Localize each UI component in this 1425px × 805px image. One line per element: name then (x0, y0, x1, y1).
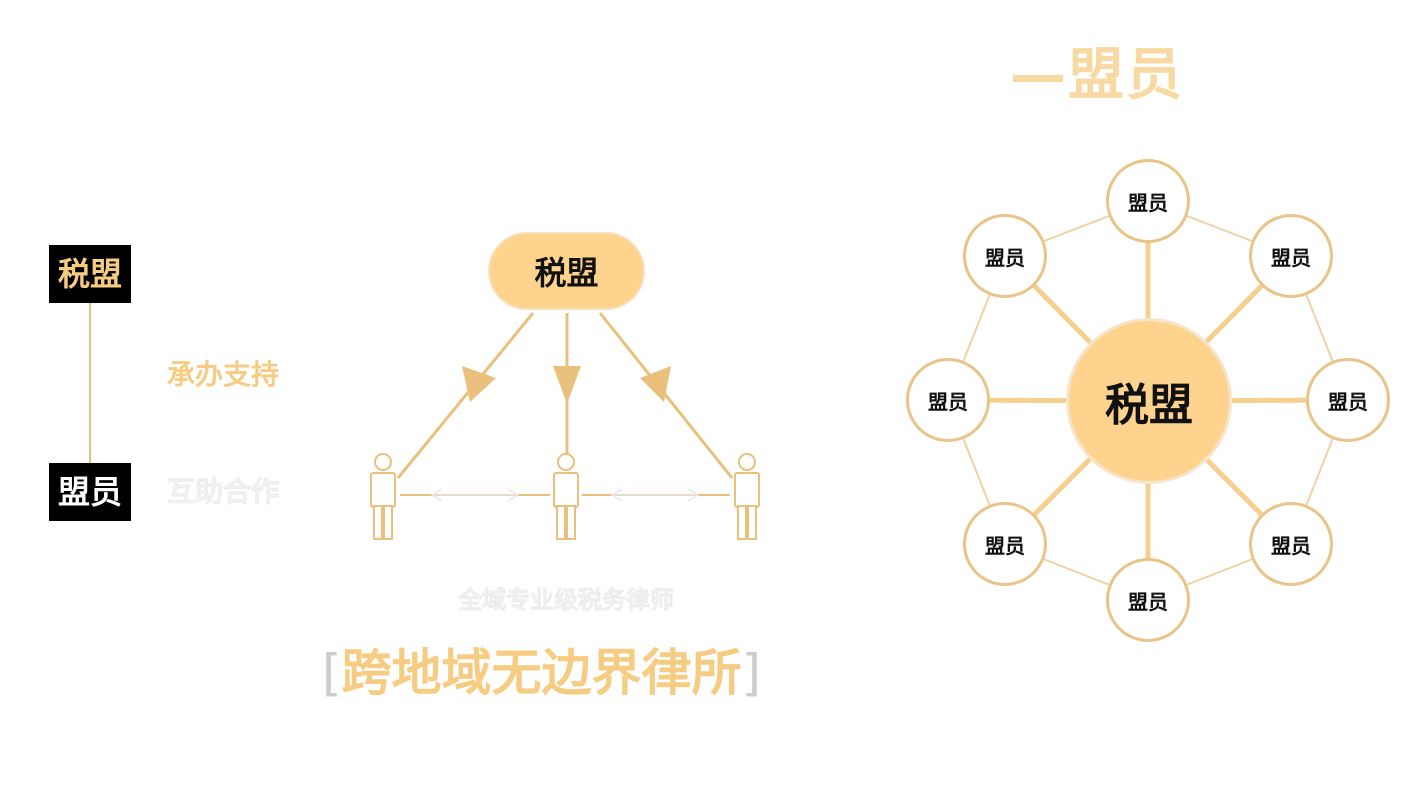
network-hub: 税盟 (1066, 318, 1232, 484)
member-node-left: 盟员 (906, 358, 990, 442)
triangle-caption: [跨地域无边界律所] (322, 648, 761, 698)
caption-bracket-close: ] (741, 644, 762, 702)
member-node-bottom-left: 盟员 (963, 502, 1047, 586)
triangle-subcaption: 全域专业级税务律师 (458, 586, 675, 614)
label-mutual: 互助合作 (167, 475, 280, 508)
arrow-line-right (598, 312, 734, 479)
member-node-top-right: 盟员 (1249, 214, 1333, 298)
triangle-center-node: 税盟 (488, 232, 645, 310)
person-icon-right (734, 453, 760, 540)
network-title: —盟员 (1010, 43, 1184, 108)
caption-text: 跨地域无边界律所 (341, 644, 742, 702)
double-arrow-left (430, 488, 520, 502)
double-arrow-right (610, 488, 700, 502)
arrowhead-mid (553, 366, 581, 404)
member-node-top: 盟员 (1106, 159, 1190, 243)
person-icon-left (370, 453, 396, 540)
arrowhead-right (640, 366, 671, 402)
label-support: 承办支持 (167, 358, 280, 391)
member-node-top-left: 盟员 (963, 214, 1047, 298)
arrow-line-left (396, 312, 535, 479)
person-icon-mid (553, 453, 579, 540)
arrowhead-left (462, 366, 496, 402)
caption-bracket-open: [ (322, 644, 342, 702)
member-node-bottom-right: 盟员 (1249, 502, 1333, 586)
legend-tag-shuimeng: 税盟 (49, 245, 131, 303)
member-node-bottom: 盟员 (1106, 558, 1190, 642)
member-node-right: 盟员 (1306, 358, 1390, 442)
legend-tag-member: 盟员 (49, 463, 131, 521)
